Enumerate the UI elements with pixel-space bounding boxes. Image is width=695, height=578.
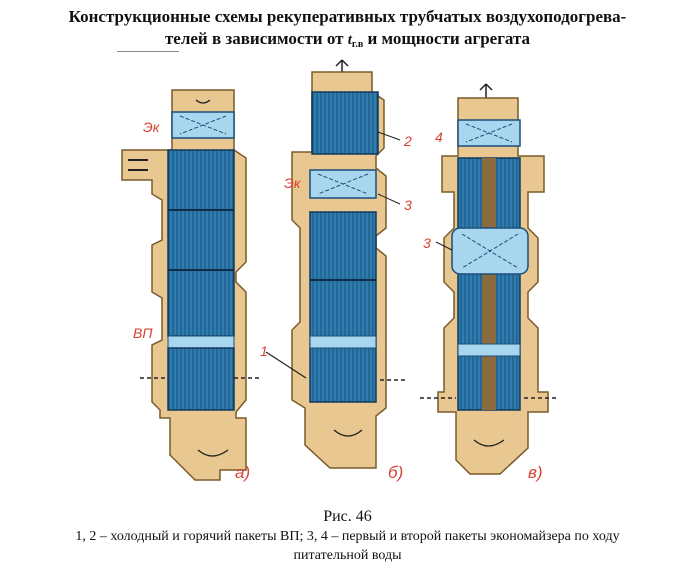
label-2: 2 bbox=[403, 133, 412, 149]
scheme-a-hot-tube-bank bbox=[167, 149, 235, 337]
scheme-a-vp-label: ВП bbox=[133, 325, 153, 341]
scheme-a-tag: а) bbox=[235, 463, 250, 482]
scheme-b-hot-tube-bank bbox=[311, 91, 379, 155]
title-underline bbox=[117, 51, 179, 52]
label-3-scheme-b: 3 bbox=[404, 197, 412, 213]
figure-label: Рис. 46 bbox=[323, 508, 372, 525]
scheme-b: Эк 1 2 3 б) bbox=[260, 59, 412, 482]
title-line-2: телей в зависимости от tг.в и мощности а… bbox=[0, 28, 695, 56]
scheme-b-cold-tube-bank bbox=[309, 211, 377, 403]
title-line-2-text: телей в зависимости от bbox=[164, 29, 348, 48]
title-line-1: Конструкционные схемы рекуперативных тру… bbox=[68, 7, 627, 26]
scheme-c-tag: в) bbox=[528, 463, 543, 482]
scheme-c-center-pipe bbox=[482, 158, 496, 410]
scheme-a: Эк ВП а) bbox=[121, 89, 262, 482]
scheme-a-cold-tube-bank bbox=[167, 347, 235, 411]
title-variable-subscript: г.в bbox=[351, 39, 364, 50]
scheme-b-tag: б) bbox=[388, 463, 403, 482]
caption-line-1: 1, 2 – холодный и горячий пакеты ВП; 3, … bbox=[75, 529, 620, 544]
air-heater-schemes-figure: Эк ВП а) Эк 1 2 3 б) bbox=[121, 59, 556, 482]
scheme-a-ek-label: Эк bbox=[143, 119, 161, 135]
label-1: 1 bbox=[260, 343, 268, 359]
figure-caption: 1, 2 – холодный и горячий пакеты ВП; 3, … bbox=[0, 527, 695, 565]
page-title: Конструкционные схемы рекуперативных тру… bbox=[0, 6, 695, 56]
label-4: 4 bbox=[435, 129, 443, 145]
scheme-c: 4 3 в) bbox=[420, 83, 556, 482]
label-3-scheme-c: 3 bbox=[423, 235, 431, 251]
caption-line-2: питательной воды bbox=[293, 548, 402, 563]
title-variable: t bbox=[347, 32, 352, 48]
scheme-a-band bbox=[167, 335, 235, 349]
scheme-b-ek-label: Эк bbox=[284, 175, 302, 191]
title-line-2-end: и мощности агрегата bbox=[363, 29, 531, 48]
